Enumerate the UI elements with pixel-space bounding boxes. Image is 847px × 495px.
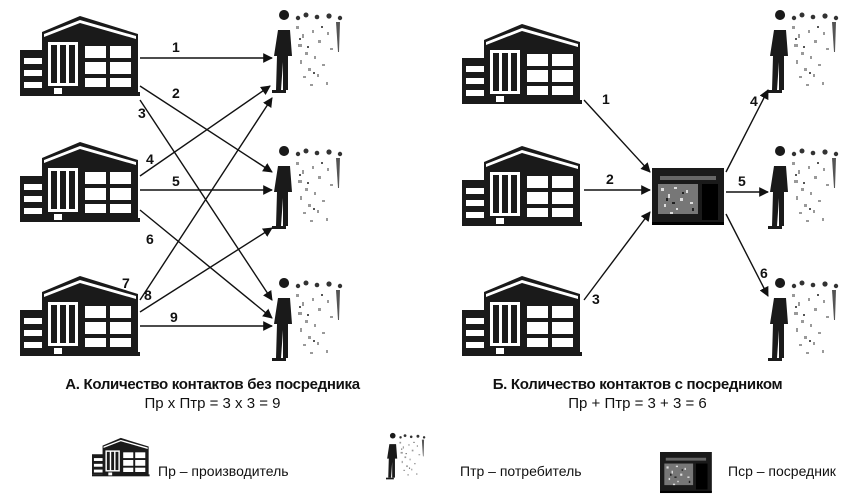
consumer-icon-b3	[768, 278, 839, 361]
consumer-icon-b2	[768, 146, 839, 229]
panel-a-title: А. Количество контактов без посредника	[65, 376, 360, 393]
legend-consumer-icon	[386, 432, 426, 480]
panel-a-caption: А. Количество контактов без посредника П…	[0, 376, 425, 412]
legend-intermediary-label: Пср – посредник	[728, 463, 836, 479]
arrow-b4	[725, 89, 769, 173]
arrow-b6-number: 6	[760, 265, 768, 281]
arrow-a7-number: 7	[122, 275, 130, 291]
producer-icon-b2	[462, 146, 582, 226]
producer-icon-b3	[462, 276, 582, 356]
consumer-icon-b1	[768, 10, 839, 93]
arrow-a8	[139, 227, 273, 313]
panel-b-title: Б. Количество контактов с посредником	[492, 376, 783, 393]
arrow-a3-number: 3	[138, 105, 146, 121]
panel-a-formula: Пр x Птр = 3 x 3 = 9	[144, 395, 281, 412]
arrow-a2-number: 2	[172, 85, 180, 101]
arrow-b1-number: 1	[602, 91, 610, 107]
arrow-b1	[583, 99, 651, 173]
arrow-a1-number: 1	[172, 39, 180, 55]
arrow-a7	[139, 97, 273, 301]
arrow-b3	[583, 211, 651, 301]
consumer-icon-a1	[272, 10, 343, 93]
arrow-a9-number: 9	[170, 309, 178, 325]
arrow-b4-number: 4	[750, 93, 758, 109]
panel-b: 1 2 3 4 5 6	[462, 10, 839, 361]
arrow-a6-number: 6	[146, 231, 154, 247]
consumer-icon-a3	[272, 278, 343, 361]
producer-icon-b1	[462, 24, 582, 104]
arrow-b2-number: 2	[606, 171, 614, 187]
arrow-a5-number: 5	[172, 173, 180, 189]
panel-a: 1 2 3 4 5 6 7 8 9	[20, 10, 343, 361]
producer-icon-a1	[20, 16, 140, 96]
legend-producer-label: Пр – производитель	[158, 463, 289, 479]
arrow-a4-number: 4	[146, 151, 154, 167]
arrow-b5-number: 5	[738, 173, 746, 189]
arrow-a4	[139, 85, 271, 177]
panel-b-formula: Пр + Птр = 3 + 3 = 6	[568, 395, 707, 412]
arrow-a8-number: 8	[144, 287, 152, 303]
intermediary-icon-b	[652, 168, 724, 225]
legend-producer-icon	[92, 437, 150, 477]
arrow-b6	[725, 213, 769, 297]
arrow-a6	[139, 209, 273, 319]
legend-consumer-label: Птр – потребитель	[460, 463, 582, 479]
panel-b-caption: Б. Количество контактов с посредником Пр…	[428, 376, 847, 412]
consumer-icon-a2	[272, 146, 343, 229]
legend-intermediary-icon	[660, 452, 712, 494]
arrow-a2	[139, 85, 273, 173]
producer-icon-a2	[20, 142, 140, 222]
arrow-b3-number: 3	[592, 291, 600, 307]
